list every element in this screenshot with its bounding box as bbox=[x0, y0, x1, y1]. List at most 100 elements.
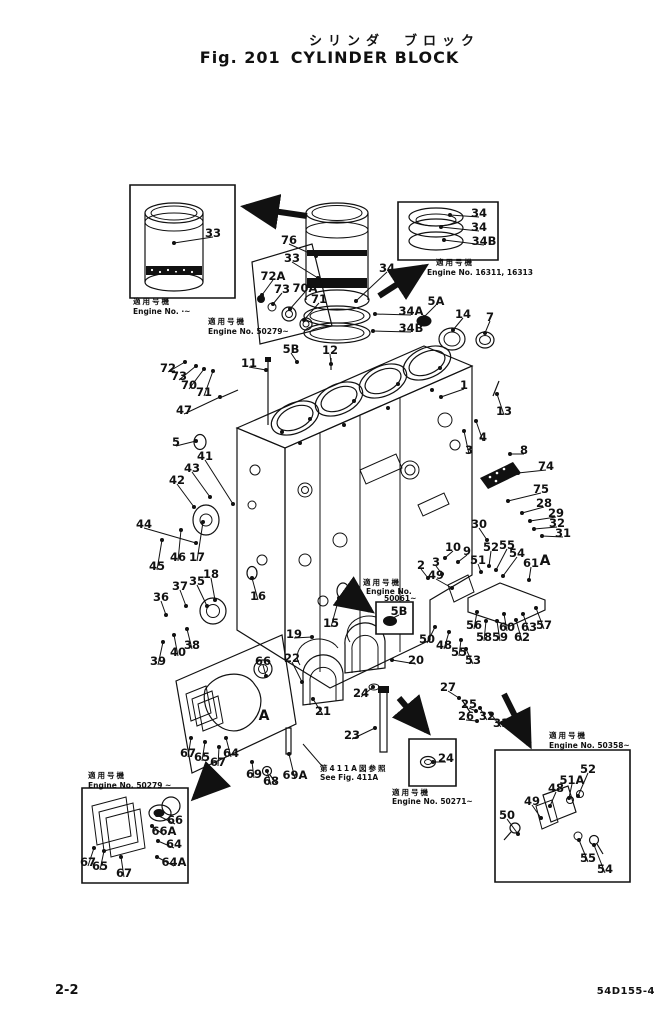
callout-label-62: 62 bbox=[514, 630, 530, 644]
bold-arrow bbox=[391, 694, 431, 736]
part-point bbox=[271, 302, 275, 306]
part-point bbox=[205, 604, 209, 608]
callout-label-7: 7 bbox=[486, 310, 494, 324]
leader-line bbox=[392, 660, 416, 664]
callout-label-69A: 69A bbox=[283, 768, 308, 782]
part-point bbox=[495, 619, 499, 623]
figure-number: Fig. 201 bbox=[199, 48, 281, 67]
leader-line bbox=[356, 272, 387, 301]
doc-code: 54D155-4 bbox=[596, 986, 655, 997]
caption-japanese: 適用号機 bbox=[208, 316, 246, 326]
callout-label-32: 32 bbox=[479, 709, 495, 723]
leader-line bbox=[157, 540, 162, 570]
callout-label-34: 34 bbox=[471, 220, 487, 234]
part-point bbox=[184, 604, 188, 608]
callout-label-1: 1 bbox=[460, 378, 468, 392]
caption-text: Engine No. 50271~ bbox=[392, 797, 473, 806]
leader-line bbox=[550, 792, 556, 806]
part-point bbox=[92, 846, 96, 850]
part-point bbox=[161, 640, 165, 644]
callout-label-20: 20 bbox=[408, 653, 424, 667]
part-point bbox=[462, 429, 466, 433]
callout-label-38: 38 bbox=[184, 638, 200, 652]
leader-line bbox=[289, 754, 295, 779]
callout-label-A: A bbox=[259, 708, 270, 724]
callout-label-48: 48 bbox=[548, 781, 564, 795]
caption-text: Engine No. 16311, 16313 bbox=[427, 268, 533, 277]
part-point bbox=[439, 225, 443, 229]
callout-label-64: 64 bbox=[223, 746, 239, 760]
leader-line bbox=[273, 293, 282, 304]
part-point bbox=[539, 816, 543, 820]
leader-line bbox=[441, 389, 464, 397]
leader-line bbox=[178, 530, 181, 561]
part-point bbox=[211, 369, 215, 373]
part-point bbox=[577, 838, 581, 842]
caption-text: Engine No. bbox=[366, 587, 412, 596]
part-point bbox=[474, 419, 478, 423]
part-point bbox=[528, 519, 532, 523]
leader-line bbox=[177, 484, 194, 507]
part-point bbox=[185, 627, 189, 631]
part-point bbox=[172, 241, 176, 245]
callout-label-39: 39 bbox=[150, 654, 166, 668]
leader-line bbox=[202, 742, 205, 761]
part-point bbox=[250, 760, 254, 764]
leader-line bbox=[530, 517, 556, 521]
leader-line bbox=[252, 578, 258, 600]
callout-label-23: 23 bbox=[344, 728, 360, 742]
part-point bbox=[300, 680, 304, 684]
part-point bbox=[489, 712, 493, 716]
leader-line bbox=[523, 614, 529, 631]
callout-label-3: 3 bbox=[432, 555, 440, 569]
part-point bbox=[371, 685, 375, 689]
callout-label-54: 54 bbox=[597, 862, 613, 876]
callout-label-4: 4 bbox=[479, 430, 487, 444]
part-point bbox=[201, 520, 205, 524]
callout-label-18: 18 bbox=[203, 567, 219, 581]
leader-line bbox=[453, 318, 463, 330]
part-point bbox=[502, 612, 506, 616]
part-point bbox=[521, 612, 525, 616]
callout-label-35: 35 bbox=[189, 574, 205, 588]
callout-label-41: 41 bbox=[197, 449, 213, 463]
part-point bbox=[514, 618, 518, 622]
part-point bbox=[264, 368, 268, 372]
part-point bbox=[548, 804, 552, 808]
part-point bbox=[508, 452, 512, 456]
part-point bbox=[194, 364, 198, 368]
part-point bbox=[179, 528, 183, 532]
part-point bbox=[208, 495, 212, 499]
callout-label-66: 66 bbox=[255, 654, 271, 668]
callout-label-52: 52 bbox=[580, 762, 596, 776]
bold-arrow bbox=[332, 576, 375, 614]
callout-label-60: 60 bbox=[499, 620, 515, 634]
part-point bbox=[202, 367, 206, 371]
part-point bbox=[592, 843, 596, 847]
callout-label-66A: 66A bbox=[152, 824, 177, 838]
caption-japanese: 適用号機 bbox=[549, 730, 587, 740]
leader-line bbox=[226, 738, 231, 757]
part-point bbox=[475, 719, 479, 723]
part-point bbox=[447, 630, 451, 634]
part-point bbox=[474, 709, 478, 713]
leader-line bbox=[479, 528, 487, 540]
part-point bbox=[451, 328, 455, 332]
callout-label-67: 67 bbox=[80, 855, 96, 869]
part-point bbox=[194, 541, 198, 545]
part-point bbox=[264, 674, 268, 678]
part-point bbox=[203, 740, 207, 744]
part-point bbox=[310, 635, 314, 639]
caption-text: Engine No. 50358~ bbox=[549, 741, 630, 750]
callout-label-30: 30 bbox=[471, 517, 487, 531]
page-title-japanese: シリンダ ブロック bbox=[308, 34, 480, 49]
leader-line bbox=[569, 784, 572, 798]
caption-text: See Fig. 411A bbox=[320, 773, 378, 782]
leader-line bbox=[188, 738, 191, 757]
callout-label-48: 48 bbox=[436, 638, 452, 652]
callout-label-70: 70 bbox=[181, 378, 197, 392]
part-point bbox=[484, 619, 488, 623]
callout-label-40: 40 bbox=[170, 645, 186, 659]
leader-line bbox=[292, 662, 302, 682]
